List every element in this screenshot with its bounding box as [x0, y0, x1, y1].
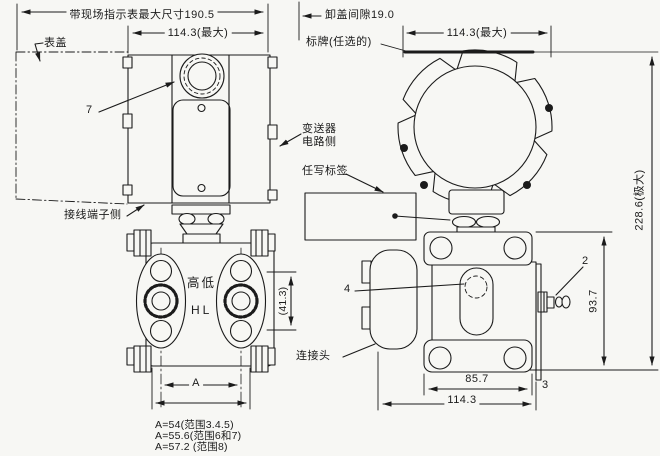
leader-connector	[342, 343, 376, 358]
dim-housing-width-right-label: 114.3(最大)	[443, 27, 511, 40]
dim-body-height-label: 93.7	[587, 289, 600, 313]
leader-callout-2	[555, 266, 584, 296]
dim-a-label: A	[189, 377, 203, 390]
cover-lock-bolts	[400, 104, 553, 189]
callout-3-label: 3	[542, 379, 549, 391]
left-dim-extensions	[16, 3, 269, 54]
neck	[171, 204, 231, 244]
hl-label: HL	[191, 303, 213, 317]
process-flange-high	[135, 253, 187, 349]
tag-wire	[394, 215, 451, 221]
terminal-side-label: 接线端子侧	[64, 209, 122, 221]
vent-valve	[537, 291, 571, 313]
leader-callout-7	[98, 81, 175, 113]
terminal-cover-plate	[172, 99, 231, 197]
dim-port-spacing-label: (41.3)	[276, 286, 289, 316]
bottom-mounting-plate	[423, 339, 533, 373]
dim-overall-height-label: 228.6(极大)	[633, 169, 646, 231]
callout-2-label: 2	[582, 255, 589, 267]
leader-callout-4	[354, 283, 465, 292]
hidden-hole	[464, 275, 488, 299]
a-value-row: A=57.2 (范围8)	[155, 441, 228, 453]
dim-housing-width-left-label: 114.3(最大)	[164, 27, 232, 40]
side-connector	[361, 249, 418, 350]
callout-7-label: 7	[86, 104, 93, 116]
a-value-row: A=55.6(范围6和7)	[155, 430, 242, 442]
housing-ring-inner	[413, 65, 537, 189]
circuit-side-label: 变送器 电路侧	[302, 123, 337, 148]
right-neck	[448, 189, 505, 215]
leader-terminal-side	[126, 204, 145, 217]
leader-cover	[34, 42, 44, 62]
cover-clearance-label: 卸盖间隙19.0	[325, 9, 395, 21]
dim-bolt-spacing-label: 85.7	[465, 373, 489, 385]
left-view	[15, 3, 297, 410]
right-view	[298, 1, 659, 411]
callout-4-label: 4	[344, 283, 351, 295]
top-mounting-plate	[423, 231, 533, 266]
cover-phantom-outline	[15, 51, 129, 205]
leader-nameplate	[380, 43, 407, 52]
leader-circuit-side	[279, 133, 302, 147]
custom-tag-label: 任写标签	[302, 165, 348, 177]
cover-label: 表盖	[44, 37, 67, 49]
nameplate-label: 标牌(任选的)	[306, 36, 372, 48]
high-low-label: 高低	[187, 276, 217, 290]
dim-overall-width-label: 带现场指示表最大尺寸190.5	[66, 9, 218, 22]
middle-annotations	[279, 133, 451, 358]
process-flange-low	[215, 253, 267, 349]
a-value-row: A=54(范围3.4.5)	[155, 419, 234, 431]
indicator-display	[179, 53, 225, 99]
center-boss	[459, 267, 494, 336]
dim-base-width-label: 114.3	[444, 394, 480, 407]
leader-custom-tag	[345, 173, 384, 193]
flange-bolts	[126, 229, 276, 373]
connector-label: 连接头	[296, 350, 331, 362]
